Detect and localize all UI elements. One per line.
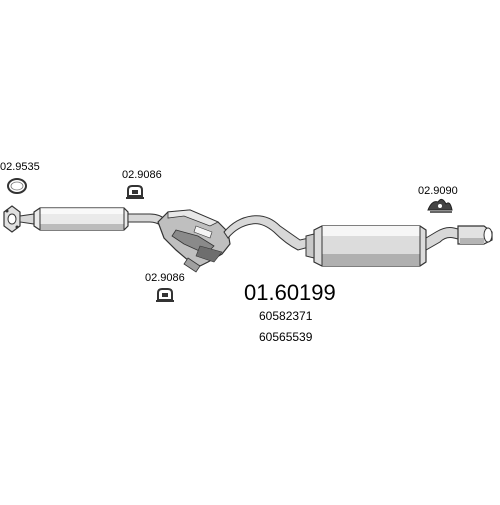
part-02-9086-top[interactable]: 02.9086	[122, 169, 162, 199]
oem-number: 60565539	[259, 330, 313, 344]
front-silencer	[33, 207, 129, 231]
oem-number: 60582371	[259, 309, 313, 323]
part-02-9086-bottom[interactable]: 02.9086	[145, 272, 185, 302]
gasket-ring-icon	[7, 178, 27, 194]
front-flange	[3, 205, 21, 233]
rubber-hanger-icon	[126, 185, 144, 199]
main-part-number: 01.60199	[244, 280, 336, 305]
mounting-clamp-icon	[427, 198, 453, 213]
tail-pipe-tip	[457, 225, 493, 245]
exhaust-system-drawing	[3, 205, 493, 273]
part-label: 02.9086	[145, 272, 185, 284]
part-02-9090[interactable]: 02.9090	[418, 185, 458, 213]
middle-silencer	[157, 209, 231, 273]
part-02-9535[interactable]: 02.9535	[0, 161, 40, 194]
rubber-hanger-icon	[156, 288, 174, 302]
part-label: 02.9535	[0, 161, 40, 173]
part-label: 02.9086	[122, 169, 162, 181]
part-label: 02.9090	[418, 185, 458, 197]
rear-silencer	[305, 225, 427, 267]
